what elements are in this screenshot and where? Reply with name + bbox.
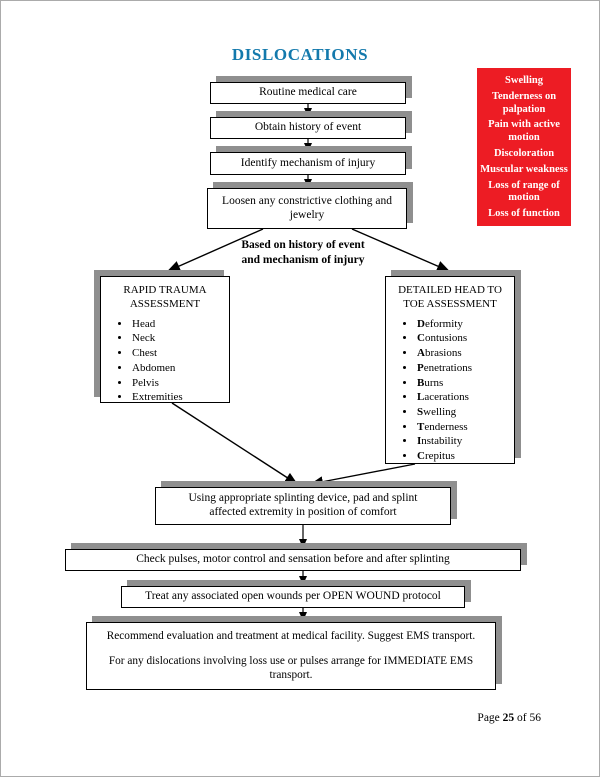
converge-arrow-left [171, 402, 298, 485]
footer-separator: of [514, 712, 530, 724]
list-item-initial: P [417, 361, 424, 374]
symptom-item: Loss of range of motion [488, 179, 560, 204]
list-item-rest: repitus [424, 450, 455, 463]
step-splint-line1: Using appropriate splinting device, pad … [188, 492, 418, 505]
rapid-trauma-list: Head Neck Chest Abdomen Pelvis Extremiti… [131, 317, 225, 405]
footer-page-number: 25 [502, 712, 515, 724]
list-item: Crepitus [416, 449, 510, 464]
symptom-item: Loss of function [488, 208, 560, 220]
symptom-item: Pain with active motion [488, 119, 560, 144]
list-item-initial: A [417, 347, 425, 360]
list-item-initial: C [417, 332, 425, 345]
list-item: Burns [416, 376, 510, 391]
list-item-initial: D [417, 317, 425, 330]
step-loosen-line1: Loosen any constrictive clothing and [222, 194, 392, 207]
list-item-rest: eformity [424, 317, 463, 330]
list-item-initial: B [417, 376, 425, 389]
list-item: Instability [416, 434, 510, 449]
step-identify-mechanism: Identify mechanism of injury [210, 152, 406, 175]
step-splint-extremity: Using appropriate splinting device, pad … [155, 487, 451, 525]
page-footer: Page 25 of 56 [0, 712, 541, 724]
list-item: Abdomen [131, 361, 225, 376]
list-item: Lacerations [416, 390, 510, 405]
list-item: Chest [131, 346, 225, 361]
step-loosen-clothing: Loosen any constrictive clothing and jew… [207, 188, 407, 229]
branch-note-line2: and mechanism of injury [241, 253, 365, 266]
list-item: Abrasions [416, 346, 510, 361]
step-obtain-history: Obtain history of event [210, 117, 406, 139]
list-item: Extremities [131, 390, 225, 405]
signs-symptoms-panel: Swelling Tenderness on palpation Pain wi… [477, 68, 571, 226]
footer-total-pages: 56 [529, 712, 542, 724]
list-item-initial: L [417, 391, 425, 404]
branch-arrow-left [167, 228, 264, 272]
branch-arrow-right [351, 228, 450, 272]
list-item: Penetrations [416, 361, 510, 376]
step-routine-care: Routine medical care [210, 82, 406, 104]
list-item-rest: acerations [424, 391, 469, 404]
list-item: Neck [131, 331, 225, 346]
page-title: DISLOCATIONS [231, 45, 369, 64]
list-item: Pelvis [131, 376, 225, 391]
transport-paragraph-1: Recommend evaluation and treatment at me… [106, 630, 476, 642]
list-item-rest: urns [424, 376, 444, 389]
list-item: Swelling [416, 405, 510, 420]
branch-note: Based on history of event and mechanism … [205, 238, 401, 268]
list-item-initial: S [417, 406, 424, 418]
step-loosen-line2: jewelry [289, 208, 325, 221]
symptom-item: Swelling [505, 75, 543, 86]
rapid-trauma-title: RAPID TRAUMA ASSESSMENT [123, 284, 207, 311]
list-item: Contusions [416, 331, 510, 346]
head-to-toe-list: Deformity Contusions Abrasions Penetrati… [416, 317, 510, 464]
rapid-trauma-assessment-box: RAPID TRAUMA ASSESSMENT Head Neck Chest … [100, 276, 230, 403]
step-treat-wounds: Treat any associated open wounds per OPE… [121, 586, 465, 608]
head-to-toe-assessment-box: DETAILED HEAD TO TOE ASSESSMENT Deformit… [385, 276, 515, 464]
list-item-rest: ontusions [424, 332, 468, 345]
converge-arrow-right [310, 463, 416, 488]
footer-prefix: Page [477, 712, 503, 724]
list-item: Deformity [416, 317, 510, 332]
transport-paragraph-2: For any dislocations involving loss use … [108, 655, 474, 682]
list-item-rest: brasions [424, 347, 462, 360]
list-item-rest: nstability [421, 435, 463, 448]
step-transport-recommendation: Recommend evaluation and treatment at me… [86, 622, 496, 690]
symptom-item: Tenderness on palpation [491, 90, 557, 115]
list-item-initial: C [417, 450, 425, 463]
list-item: Tenderness [416, 420, 510, 435]
list-item-rest: enetrations [423, 361, 472, 374]
symptom-item: Muscular weakness [480, 163, 568, 175]
list-item-rest: enderness [424, 420, 468, 433]
list-item-rest: welling [423, 406, 457, 418]
list-item-initial: I [417, 435, 422, 448]
branch-note-line1: Based on history of event [241, 239, 365, 251]
head-to-toe-title: DETAILED HEAD TO TOE ASSESSMENT [398, 284, 502, 311]
symptom-item: Discoloration [493, 147, 555, 159]
step-check-pulses: Check pulses, motor control and sensatio… [65, 549, 521, 571]
list-item-initial: T [417, 420, 425, 433]
list-item: Head [131, 317, 225, 332]
step-splint-line2: affected extremity in position of comfor… [209, 506, 397, 518]
